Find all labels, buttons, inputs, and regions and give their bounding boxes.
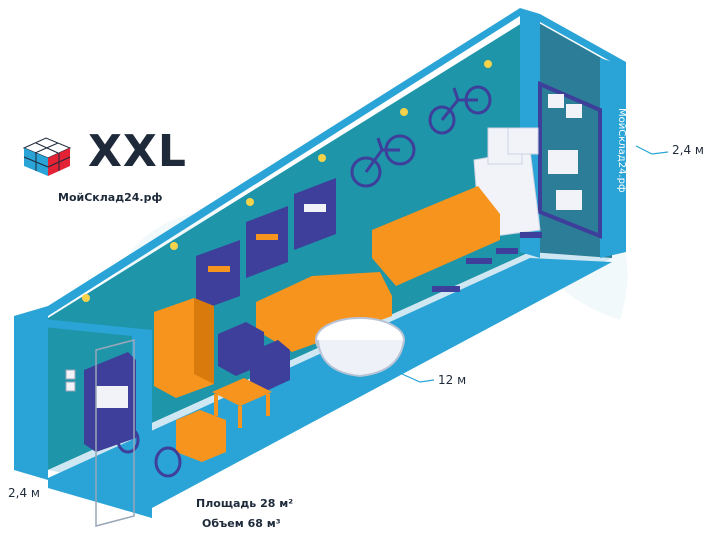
wall-shelves bbox=[196, 178, 336, 312]
container-side-brand: МойСклад24.рф bbox=[616, 108, 627, 193]
brand-name: МойСклад24.рф bbox=[58, 191, 163, 204]
product-title: XXL bbox=[88, 126, 187, 177]
side-table bbox=[212, 378, 272, 428]
height-dimension-right: 2,4 м bbox=[672, 143, 704, 157]
wall-lamps bbox=[82, 60, 492, 302]
product-cube-icon bbox=[22, 137, 72, 176]
sofas bbox=[256, 186, 500, 352]
volume-label: Объем 68 м³ bbox=[202, 517, 281, 530]
area-label: Площадь 28 м² bbox=[196, 497, 294, 510]
container-end-wall bbox=[530, 18, 612, 258]
navy-drawers bbox=[218, 322, 290, 392]
front-bicycle bbox=[116, 426, 182, 478]
wall-sockets bbox=[65, 369, 76, 392]
height-dimension-left: 2,4 м bbox=[8, 486, 40, 500]
front-cabinet bbox=[84, 352, 136, 452]
container-door bbox=[95, 339, 135, 527]
orange-wardrobe bbox=[154, 298, 214, 398]
back-shelving bbox=[538, 80, 602, 239]
wall-bicycles bbox=[350, 85, 492, 188]
dimension-lines bbox=[49, 145, 669, 493]
length-dimension: 12 м bbox=[438, 373, 467, 387]
chairs bbox=[432, 232, 542, 292]
bathtub bbox=[315, 317, 405, 378]
orange-box bbox=[176, 410, 226, 462]
